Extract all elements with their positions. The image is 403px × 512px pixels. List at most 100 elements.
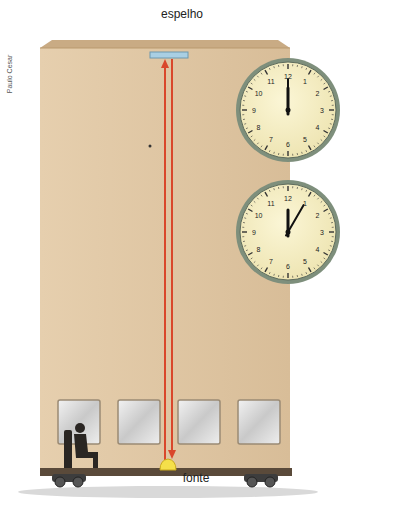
clock-tick	[242, 114, 244, 115]
clock-tick	[254, 201, 255, 202]
clock-tick	[278, 153, 279, 155]
clock-tick	[330, 217, 332, 219]
clock-tick	[242, 105, 244, 106]
ground-shadow	[18, 486, 318, 498]
clock-tick	[242, 227, 244, 228]
arrowhead	[168, 450, 176, 459]
clock-tick	[257, 198, 258, 199]
clock-tick	[251, 136, 253, 137]
clock-tick	[329, 109, 334, 110]
image-credit: Paulo Cesar	[6, 55, 13, 94]
clock-tick	[292, 154, 293, 156]
clock-tick	[324, 83, 326, 84]
clock-number: 2	[315, 212, 319, 219]
clock-tick	[246, 249, 248, 251]
clock-tick	[265, 146, 268, 150]
clock-tick	[269, 150, 271, 152]
clock-tick	[321, 201, 322, 202]
clock-tick	[328, 213, 330, 215]
clock-tick	[283, 186, 284, 188]
wheel	[247, 477, 257, 487]
clock-tick	[324, 209, 328, 212]
clock-tick	[324, 258, 326, 259]
wheel	[73, 477, 83, 487]
mirror-label: espelho	[161, 8, 203, 20]
clock-tick	[324, 87, 328, 90]
wheel	[55, 477, 65, 487]
clock-tick	[324, 253, 328, 256]
clock-tick	[330, 123, 332, 125]
clock-tick	[257, 265, 258, 266]
clock-tick	[301, 152, 303, 154]
car-roof	[40, 40, 290, 48]
clock-tick	[331, 119, 333, 120]
clock-tick	[246, 213, 248, 215]
clock-tick	[269, 68, 271, 70]
seated-person	[64, 423, 98, 470]
clock-number: 1	[303, 77, 307, 84]
clock-tick	[265, 70, 268, 74]
clock-number: 12	[284, 73, 292, 80]
clock-tick	[243, 222, 245, 223]
clock-tick	[317, 265, 318, 266]
clock-tick	[287, 273, 288, 278]
clock-tick	[331, 222, 333, 223]
clock-tick	[332, 105, 334, 106]
clock-tick	[251, 205, 253, 206]
clock	[236, 180, 340, 284]
clock-tick	[246, 91, 248, 93]
source-label: fonte	[183, 472, 210, 484]
clock-tick	[321, 79, 322, 80]
light-ray-up	[164, 66, 166, 460]
clock-tick	[242, 236, 244, 237]
wheel	[265, 477, 275, 487]
clock-number: 5	[303, 258, 307, 265]
window	[238, 400, 280, 444]
clock-tick	[269, 190, 271, 192]
clock-number: 11	[267, 77, 274, 84]
clock-tick	[278, 275, 279, 277]
clock-tick	[309, 70, 312, 74]
clock-tick	[283, 154, 284, 156]
clock-number: 8	[257, 124, 261, 131]
clock-face	[240, 62, 336, 158]
clock-tick	[278, 187, 279, 189]
clock-tick	[332, 114, 334, 115]
clock-tick	[317, 76, 318, 77]
clock-tick	[248, 253, 252, 256]
window-row	[58, 400, 280, 444]
clock-tick	[261, 73, 262, 75]
clock-tick	[330, 95, 332, 97]
clock-pin	[286, 108, 291, 113]
clock-tick	[243, 119, 245, 120]
clock-tick	[248, 87, 252, 90]
clock-tick	[314, 73, 315, 75]
window	[178, 400, 220, 444]
clock-tick	[305, 68, 307, 70]
clock-tick	[314, 268, 315, 270]
clock-tick	[328, 91, 330, 93]
clock-tick	[283, 64, 284, 66]
clock-tick	[332, 236, 334, 237]
clock-tick	[242, 109, 247, 110]
light-ray-down	[171, 59, 173, 452]
clock-tick	[244, 245, 246, 247]
clock-tick	[273, 188, 275, 190]
clock-number: 10	[255, 90, 263, 97]
clock-tick	[246, 127, 248, 129]
clock-pin	[286, 230, 291, 235]
seat-back	[64, 430, 72, 470]
clock-number: 4	[315, 246, 319, 253]
clock-tick	[248, 209, 252, 212]
clock-tick	[305, 150, 307, 152]
clock-tick	[244, 123, 246, 125]
clock-number: 8	[257, 246, 261, 253]
clock-tick	[257, 76, 258, 77]
clock-tick	[314, 195, 315, 197]
clock-number: 4	[315, 124, 319, 131]
mirror	[150, 52, 188, 58]
clock-tick	[244, 95, 246, 97]
clock-number: 9	[252, 107, 256, 114]
clock-number: 7	[269, 136, 273, 143]
